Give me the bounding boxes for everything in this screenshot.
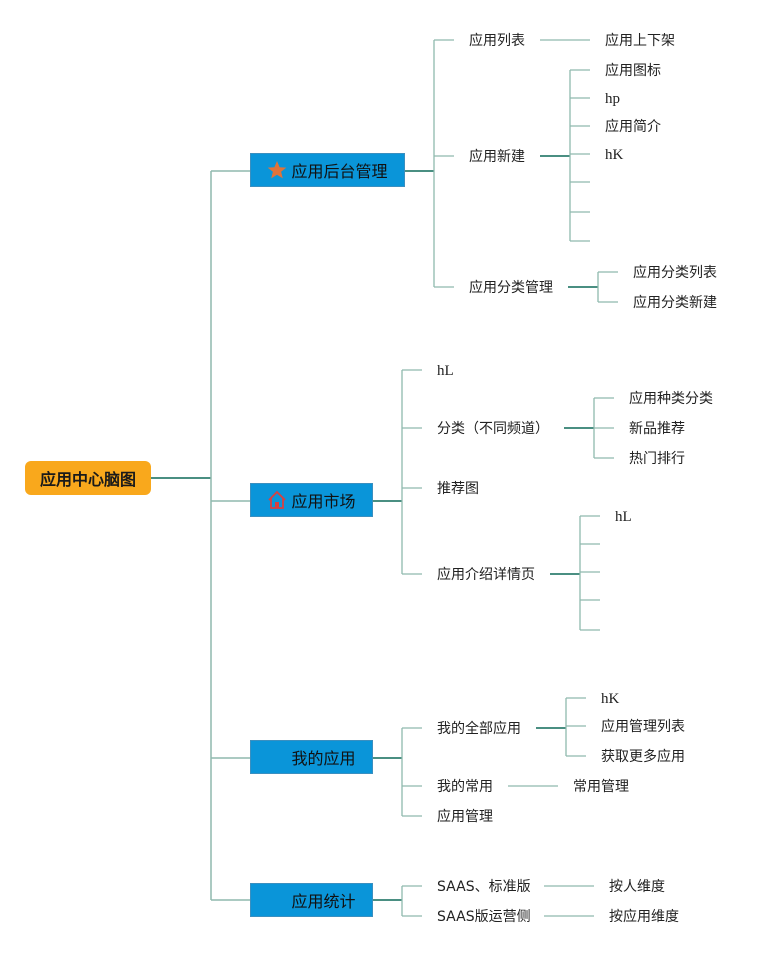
node-by-person[interactable]: 按人维度 [609,879,665,895]
node-new-recommend[interactable]: 新品推荐 [629,421,685,437]
node-app-new[interactable]: 应用新建 [469,149,525,165]
node-my-frequent[interactable]: 我的常用 [437,779,493,795]
node-category-admin[interactable]: 应用分类管理 [469,280,553,296]
node-app-manage-list[interactable]: 应用管理列表 [601,719,685,735]
node-app-detail-page[interactable]: 应用介绍详情页 [437,567,535,583]
node-hl[interactable]: hL [437,363,454,379]
node-by-app[interactable]: 按应用维度 [609,909,679,925]
node-hp[interactable]: hp [605,91,620,107]
node-frequent-manage[interactable]: 常用管理 [573,779,629,795]
node-app-list[interactable]: 应用列表 [469,33,525,49]
node-hk[interactable]: hK [601,691,620,707]
blank-icon [267,890,287,910]
blank-icon [267,747,287,767]
node-get-more-apps[interactable]: 获取更多应用 [601,749,685,765]
branch-my-apps[interactable]: 我的应用 [250,740,373,774]
node-saas-ops[interactable]: SAAS版运营侧 [437,909,531,925]
node-category-list[interactable]: 应用分类列表 [633,265,717,281]
node-app-shelf[interactable]: 应用上下架 [605,33,675,49]
root-label: 应用中心脑图 [39,470,136,489]
house-icon [267,490,287,510]
branch-app-admin[interactable]: 应用后台管理 [250,153,405,187]
node-app-manage[interactable]: 应用管理 [437,809,493,825]
branch-label: 应用后台管理 [291,162,388,181]
node-all-my-apps[interactable]: 我的全部应用 [437,721,521,737]
node-saas-standard[interactable]: SAAS、标准版 [437,879,531,895]
node-app-intro[interactable]: 应用简介 [605,119,661,135]
node-kind-category[interactable]: 应用种类分类 [629,391,713,407]
branch-label: 应用市场 [291,492,356,511]
node-category-channels[interactable]: 分类（不同频道） [437,421,549,437]
star-icon [267,160,287,180]
branch-app-market[interactable]: 应用市场 [250,483,373,517]
node-hk[interactable]: hK [605,147,624,163]
node-category-new[interactable]: 应用分类新建 [633,295,717,311]
node-hl[interactable]: hL [615,509,632,525]
root-node[interactable]: 应用中心脑图 [25,461,151,495]
node-hot-ranking[interactable]: 热门排行 [629,451,685,467]
node-recommend-image[interactable]: 推荐图 [437,481,479,497]
node-app-icon[interactable]: 应用图标 [605,63,661,79]
branch-app-stats[interactable]: 应用统计 [250,883,373,917]
branch-label: 我的应用 [291,749,356,768]
branch-label: 应用统计 [291,892,356,911]
